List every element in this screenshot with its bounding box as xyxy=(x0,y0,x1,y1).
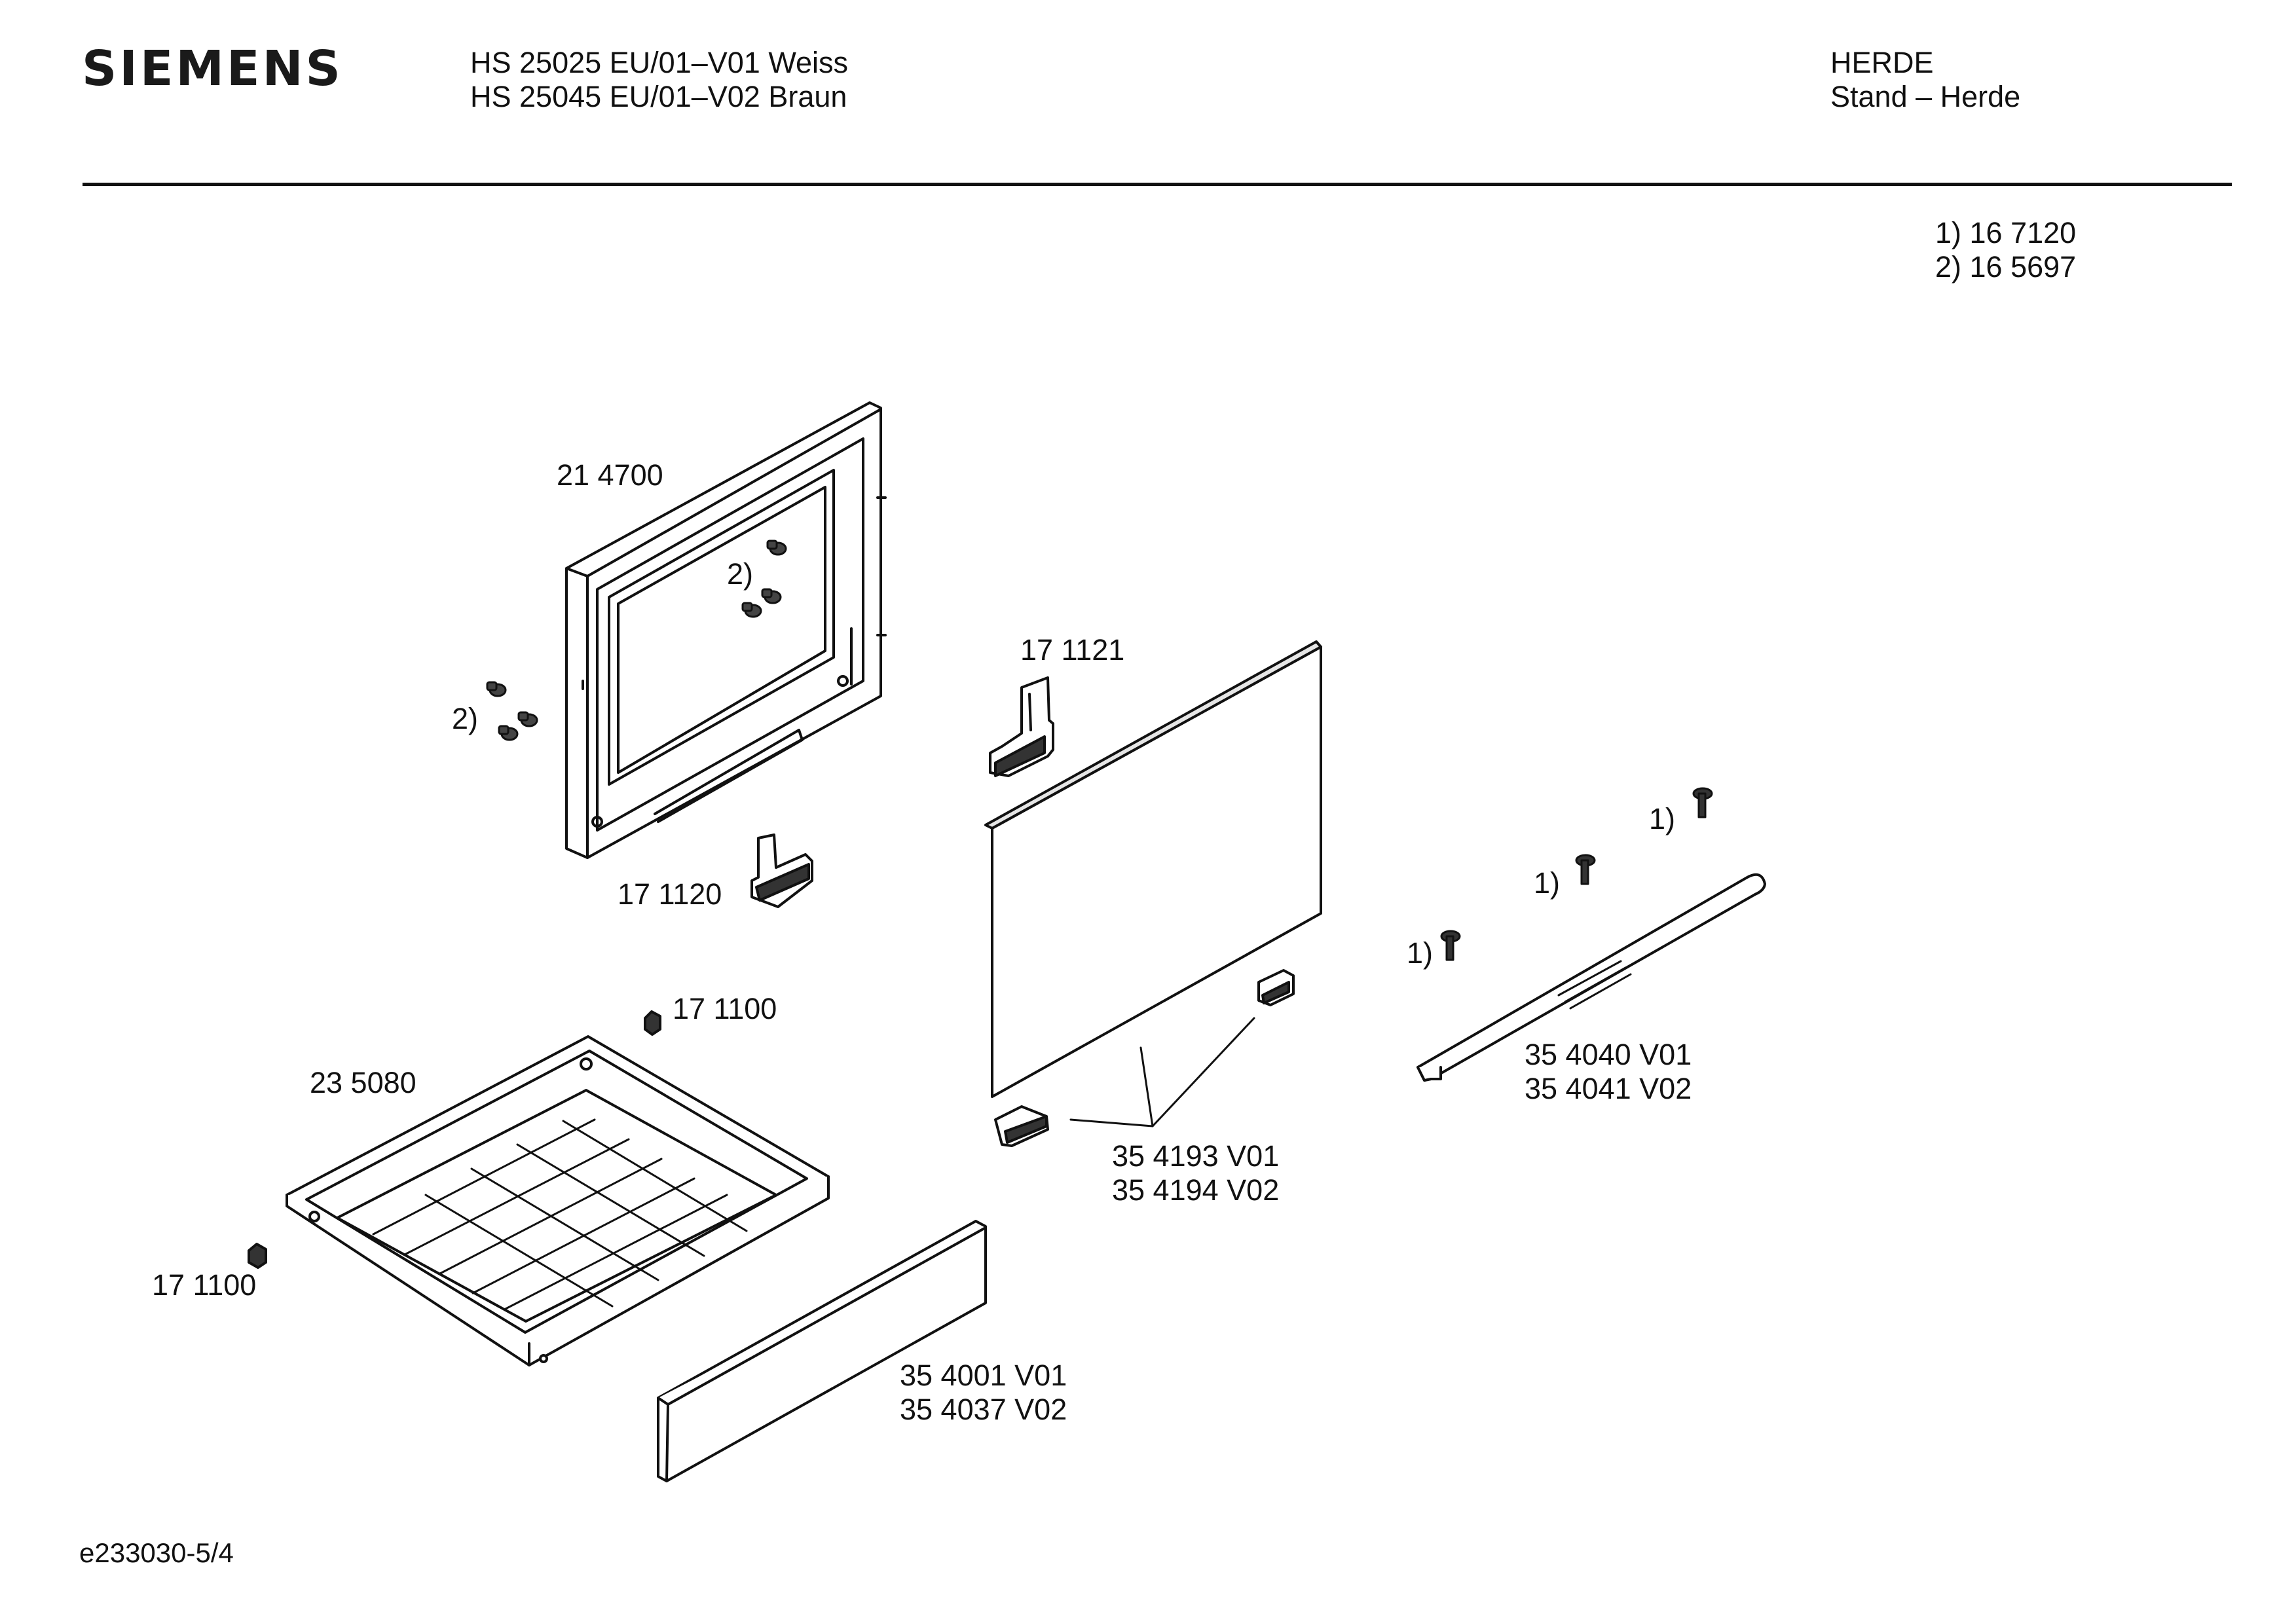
glass-clip-left xyxy=(994,1105,1049,1147)
clip-upper xyxy=(644,1010,661,1036)
label-glass-clips-v02: 35 4194 V02 xyxy=(1112,1173,1279,1207)
header-divider xyxy=(83,183,2232,186)
label-handle-v01: 35 4040 V01 xyxy=(1525,1038,1692,1071)
screw-group-frame-inner xyxy=(741,540,787,618)
hinge-upper xyxy=(989,676,1054,777)
footnote: 2) 16 5697 xyxy=(1935,250,2077,284)
footnote: 1) 16 7120 xyxy=(1935,216,2077,249)
label-handle-screw: 1) xyxy=(1407,936,1433,970)
label-drawer-front-v01: 35 4001 V01 xyxy=(900,1359,1067,1392)
screw-group-frame-left xyxy=(486,681,538,741)
label-handle-screw: 1) xyxy=(1649,802,1675,835)
label-glass-clips-v01: 35 4193 V01 xyxy=(1112,1139,1279,1173)
label-screws-frame-left: 2) xyxy=(452,702,478,735)
hinge-lower xyxy=(750,833,813,908)
model-list: HS 25025 EU/01–V01 Weiss HS 25045 EU/01–… xyxy=(470,46,848,114)
handle-screws xyxy=(1440,787,1713,961)
footnotes: 1) 16 7120 2) 16 5697 xyxy=(1935,216,2076,284)
category-subtitle: Stand – Herde xyxy=(1830,80,2021,113)
oven-handle xyxy=(1416,873,1766,1082)
category-block: HERDE Stand – Herde xyxy=(1830,46,2020,114)
label-hinge-upper: 17 1121 xyxy=(1020,633,1124,667)
label-screws-frame-inner: 2) xyxy=(727,557,753,591)
label-baking-tray: 23 5080 xyxy=(310,1066,417,1099)
document-id: e233030-5/4 xyxy=(79,1537,234,1568)
model-line: HS 25025 EU/01–V01 Weiss xyxy=(470,46,849,79)
model-line: HS 25045 EU/01–V02 Braun xyxy=(470,80,847,113)
label-handle-screw: 1) xyxy=(1534,866,1560,900)
door-frame xyxy=(565,401,887,859)
brand-logo: SIEMENS xyxy=(82,41,343,97)
leader-lines-glass-clips xyxy=(1069,1017,1255,1127)
label-hinge-lower: 17 1120 xyxy=(618,877,722,911)
label-clip-lower: 17 1100 xyxy=(152,1268,256,1302)
glass-clip-right xyxy=(1257,969,1295,1006)
label-drawer-front-v02: 35 4037 V02 xyxy=(900,1393,1067,1426)
glass-panel xyxy=(984,640,1322,1098)
label-clip-upper: 17 1100 xyxy=(673,992,777,1025)
drawer-front-panel xyxy=(657,1220,987,1482)
category-title: HERDE xyxy=(1830,46,1934,79)
label-handle-v02: 35 4041 V02 xyxy=(1525,1072,1692,1105)
label-door-frame: 21 4700 xyxy=(557,458,663,492)
baking-tray xyxy=(286,1035,830,1366)
clip-lower xyxy=(248,1243,267,1269)
